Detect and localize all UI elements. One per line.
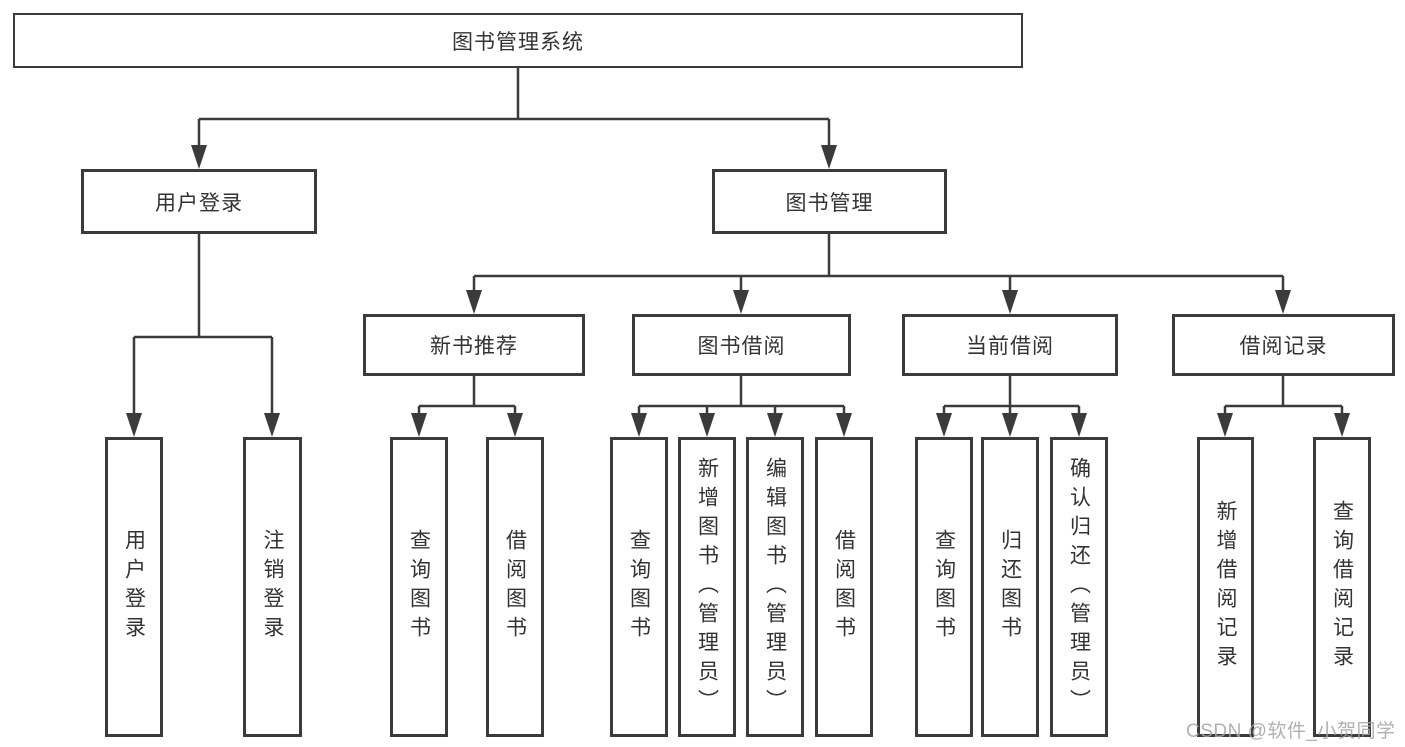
node-current-borrowing-label: 当前借阅 [966,335,1054,358]
leaf-logout: 注销登录 [243,437,302,737]
leaf-cb-return-books: 归还图书 [981,437,1039,737]
leaf-bb-borrow-books-label: 借阅图书 [832,529,856,645]
connector-root-to-level2 [191,68,837,169]
node-library-management-system: 图书管理系统 [13,13,1023,68]
leaf-nb-borrow-books-label: 借阅图书 [503,529,527,645]
node-book-management-label: 图书管理 [785,191,874,215]
connector-borrow-record-to-children [1217,376,1350,437]
node-current-borrowing: 当前借阅 [902,314,1118,376]
leaf-bb-add-books-admin: 新增图书（管理员） [678,437,736,737]
leaf-logout-label: 注销登录 [261,529,285,645]
node-user-login: 用户登录 [81,169,317,234]
leaf-cb-query-books-label: 查询图书 [932,529,956,645]
leaf-bb-query-books: 查询图书 [610,437,668,737]
node-library-management-system-label: 图书管理系统 [452,30,584,54]
node-new-book-recommend-label: 新书推荐 [430,335,518,358]
leaf-br-add-record-label: 新增借阅记录 [1214,500,1238,674]
node-user-login-label: 用户登录 [155,191,243,215]
connector-user-login-to-children [126,234,280,437]
leaf-bb-edit-books-admin: 编辑图书（管理员） [746,437,804,737]
node-book-management: 图书管理 [712,169,947,234]
leaf-nb-borrow-books: 借阅图书 [486,437,544,737]
node-borrowing-records-label: 借阅记录 [1239,335,1328,358]
leaf-br-query-record: 查询借阅记录 [1313,437,1371,737]
leaf-user-login: 用户登录 [105,437,163,737]
node-book-borrowing-label: 图书借阅 [697,335,786,358]
leaf-bb-add-books-admin-label: 新增图书（管理员） [695,456,719,718]
node-borrowing-records: 借阅记录 [1172,314,1395,376]
leaf-cb-return-books-label: 归还图书 [998,529,1022,645]
connector-new-book-to-children [411,376,523,437]
leaf-br-add-record: 新增借阅记录 [1197,437,1254,737]
leaf-cb-query-books: 查询图书 [915,437,973,737]
node-new-book-recommend: 新书推荐 [363,314,585,376]
node-book-borrowing: 图书借阅 [632,314,851,376]
leaf-br-query-record-label: 查询借阅记录 [1330,500,1354,674]
connector-book-management-to-level3 [466,234,1291,314]
leaf-cb-confirm-return-admin: 确认归还（管理员） [1050,437,1108,737]
leaf-bb-query-books-label: 查询图书 [627,529,651,645]
leaf-nb-query-books-label: 查询图书 [407,529,431,645]
leaf-user-login-label: 用户登录 [122,529,146,645]
connector-book-borrow-to-children [631,376,852,437]
leaf-cb-confirm-return-admin-label: 确认归还（管理员） [1067,456,1091,718]
leaf-bb-borrow-books: 借阅图书 [815,437,873,737]
leaf-bb-edit-books-admin-label: 编辑图书（管理员） [763,456,787,718]
leaf-nb-query-books: 查询图书 [390,437,448,737]
csdn-watermark: CSDN @软件_小贺同学 [1186,721,1396,742]
connector-current-borrow-to-children [936,376,1087,437]
